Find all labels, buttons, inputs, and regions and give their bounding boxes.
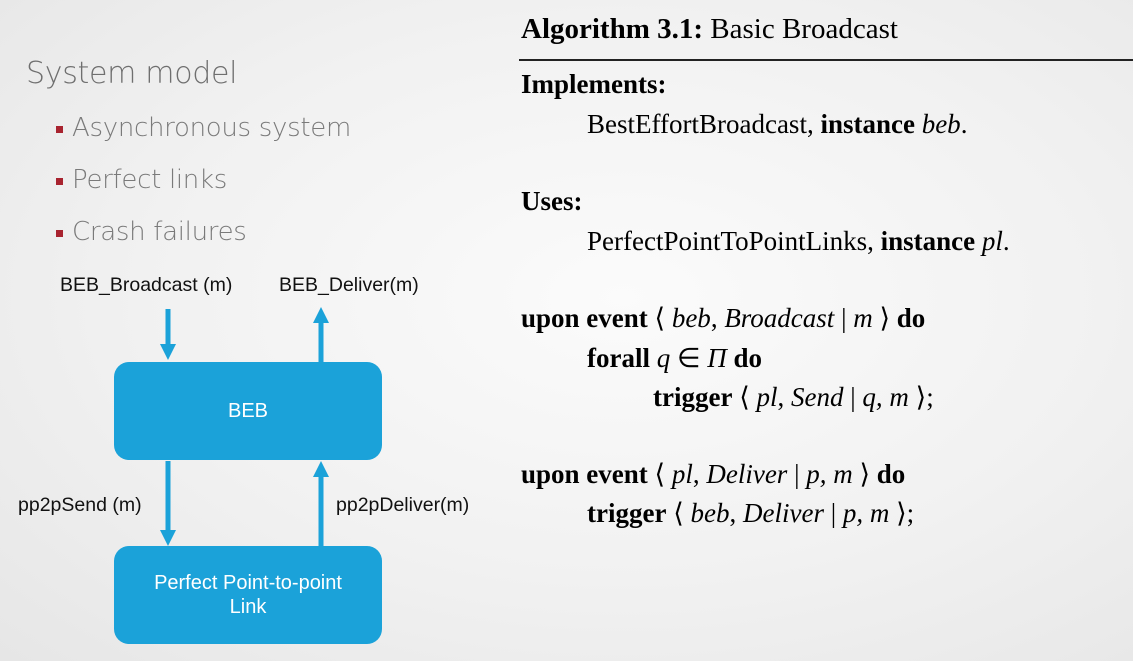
perfect-link-box: Perfect Point-to-point Link: [114, 546, 382, 644]
bullet-text: Asynchronous system: [72, 113, 351, 143]
forall-var: q: [656, 343, 671, 373]
bullet-square-icon: [56, 178, 63, 185]
do-kw: do: [733, 343, 763, 373]
beb-broadcast-label: BEB_Broadcast (m): [60, 274, 233, 296]
pp2p-deliver-arrow-icon: [313, 461, 329, 546]
forall-line: forall q ∈ Π do: [587, 343, 763, 373]
implements-line: BestEffortBroadcast, instance beb.: [587, 109, 968, 139]
bullet-square-icon: [56, 230, 63, 237]
system-model-bullets: Asynchronous system Perfect links Crash …: [56, 113, 351, 269]
trigger-instance: pl: [756, 382, 778, 412]
event-type: Broadcast: [724, 303, 835, 333]
diagram-arrows: [160, 307, 329, 546]
pp2p-deliver-label: pp2pDeliver(m): [336, 494, 470, 516]
bullet-square-icon: [56, 126, 63, 133]
bullet-text: Perfect links: [72, 165, 227, 195]
uses-heading: Uses:: [521, 186, 583, 216]
do-kw: do: [876, 459, 906, 489]
event-type: Deliver: [706, 459, 788, 489]
system-model-title: System model: [26, 56, 238, 91]
upon-event-kw: upon event: [521, 303, 648, 333]
uses-name: PerfectPointToPointLinks,: [587, 226, 874, 256]
beb-deliver-label: BEB_Deliver(m): [279, 274, 419, 296]
trigger-kw: trigger: [653, 382, 733, 412]
implements-instance-kw: instance: [820, 109, 915, 139]
trigger-deliver-line: trigger ⟨ beb, Deliver | p, m ⟩;: [587, 498, 915, 528]
pp2p-send-arrow-icon: [160, 461, 176, 546]
algorithm-divider: [519, 59, 1133, 61]
upon-event-kw: upon event: [521, 459, 648, 489]
algorithm-title: Algorithm 3.1: Basic Broadcast: [521, 13, 898, 46]
trigger-type: Send: [791, 382, 844, 412]
deliver-arrow-icon: [313, 307, 329, 362]
pp2p-send-label: pp2pSend (m): [18, 494, 142, 516]
implements-heading: Implements:: [521, 69, 667, 99]
trigger-type: Deliver: [742, 498, 824, 528]
uses-instance: pl: [981, 226, 1003, 256]
bullet-item: Asynchronous system: [56, 113, 351, 165]
forall-set: Π: [707, 343, 727, 373]
uses-line: PerfectPointToPointLinks, instance pl.: [587, 226, 1010, 256]
bullet-item: Perfect links: [56, 165, 351, 217]
upon-broadcast-line: upon event ⟨ beb, Broadcast | m ⟩ do: [521, 303, 926, 333]
trigger-send-line: trigger ⟨ pl, Send | q, m ⟩;: [653, 382, 934, 412]
bullet-text: Crash failures: [72, 217, 247, 247]
link-box-line2: Link: [229, 596, 267, 618]
broadcast-arrow-icon: [160, 309, 176, 360]
implements-instance: beb: [921, 109, 961, 139]
do-kw: do: [896, 303, 926, 333]
uses-instance-kw: instance: [880, 226, 976, 256]
implements-name: BestEffortBroadcast,: [587, 109, 814, 139]
bullet-item: Crash failures: [56, 217, 351, 269]
trigger-params: p, m: [842, 498, 890, 528]
beb-box-label: BEB: [227, 400, 269, 422]
forall-kw: forall: [587, 343, 650, 373]
trigger-kw: trigger: [587, 498, 667, 528]
event-params: p, m: [806, 459, 853, 489]
trigger-params: q, m: [862, 382, 909, 412]
algorithm-number: Algorithm 3.1:: [521, 13, 704, 45]
event-instance: pl: [671, 459, 693, 489]
event-instance: beb: [671, 303, 711, 333]
link-box-line1: Perfect Point-to-point: [154, 572, 342, 594]
trigger-instance: beb: [690, 498, 730, 528]
event-param: m: [853, 303, 873, 333]
algorithm-name: Basic Broadcast: [710, 13, 898, 45]
upon-deliver-line: upon event ⟨ pl, Deliver | p, m ⟩ do: [521, 459, 906, 489]
beb-box: BEB: [114, 362, 382, 460]
